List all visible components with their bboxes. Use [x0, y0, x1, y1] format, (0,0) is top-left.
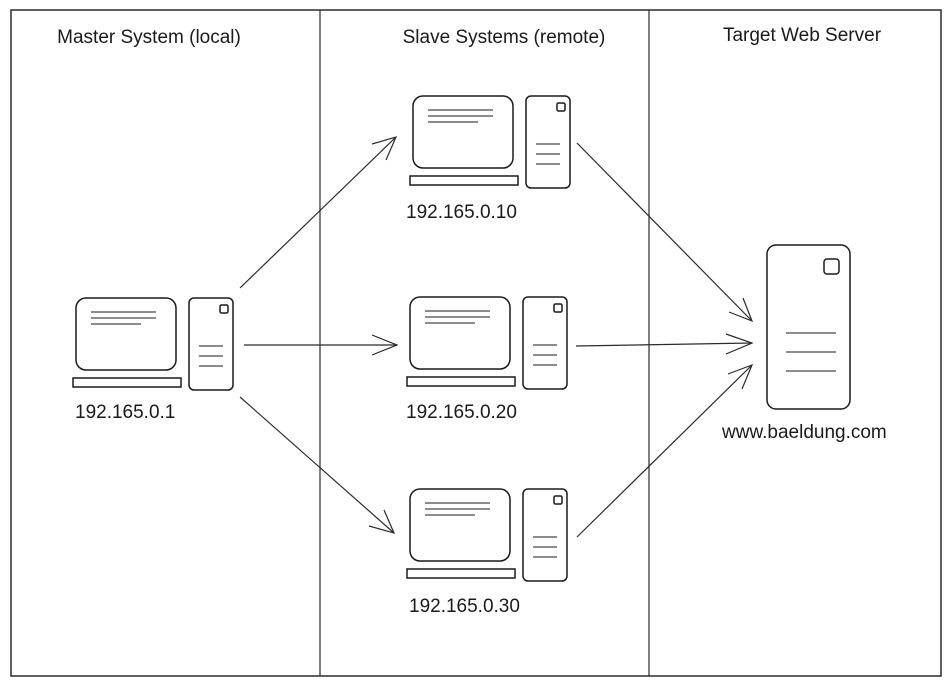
arrow-head: [728, 297, 754, 323]
arrow-head: [371, 136, 398, 161]
slave-to-server-arrows: [575, 142, 754, 538]
master-ip-label: 192.165.0.1: [75, 402, 175, 423]
arrow-head: [368, 509, 396, 534]
slave-computer-icon: [406, 296, 568, 390]
master-computer-icon: [72, 297, 234, 391]
arrow-line: [239, 136, 397, 289]
server-host-label: www.baeldung.com: [721, 422, 887, 443]
arrow-head: [725, 333, 754, 355]
slave-computer-icon: [406, 488, 568, 582]
slave-ip-label: 192.165.0.10: [406, 202, 517, 223]
slave-computer-icon: [409, 95, 571, 189]
slave-ip-label: 192.165.0.20: [406, 402, 517, 423]
column-heading-target: Target Web Server: [723, 25, 882, 46]
column-heading-slave: Slave Systems (remote): [403, 27, 606, 48]
slave-ip-label: 192.165.0.30: [409, 596, 520, 617]
column-heading-master: Master System (local): [57, 27, 241, 48]
arrow-line: [239, 396, 395, 534]
arrow-head: [371, 334, 399, 356]
arrow-line: [576, 142, 753, 322]
arrow-head: [727, 363, 754, 390]
master-to-slave-arrows: [239, 136, 399, 534]
server-icon: [766, 244, 851, 410]
arrow-line: [575, 342, 753, 347]
diagram-frame: [10, 9, 942, 677]
arrow-line: [576, 364, 753, 538]
